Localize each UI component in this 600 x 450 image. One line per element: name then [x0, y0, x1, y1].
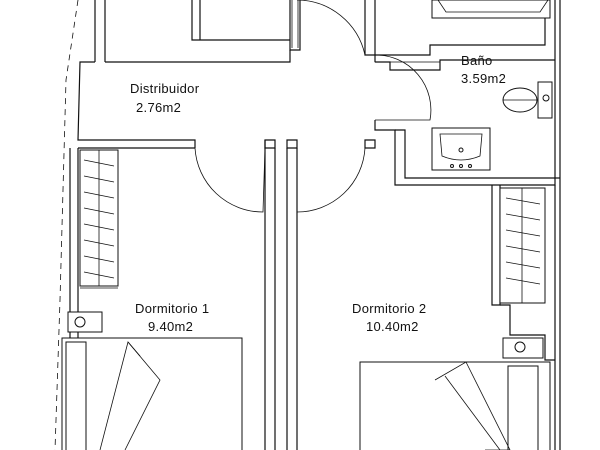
- washbasin-icon: [431, 127, 491, 171]
- room-name-distribuidor: Distribuidor: [130, 81, 200, 96]
- room-area-dormitorio2: 10.40m2: [366, 319, 419, 334]
- outer-dashed-boundary: [54, 0, 79, 450]
- room-area-distribuidor: 2.76m2: [136, 100, 181, 115]
- distribuidor-walls: [77, 0, 376, 450]
- stairs-icon: [94, 0, 301, 62]
- bed-icon: [61, 337, 243, 450]
- toilet-icon: [502, 81, 553, 119]
- door-swing-icon: [194, 0, 440, 213]
- nightstand-icon: [502, 337, 544, 359]
- room-area-bano: 3.59m2: [461, 71, 506, 86]
- bano-walls: [374, 0, 561, 450]
- wardrobe-icon: [499, 187, 546, 304]
- room-area-dormitorio1: 9.40m2: [148, 319, 193, 334]
- nightstand-icon: [67, 311, 103, 333]
- bathtub-icon: [431, 0, 551, 19]
- bed-icon: [359, 361, 551, 450]
- room-name-dormitorio2: Dormitorio 2: [352, 301, 426, 316]
- wardrobe-icon: [79, 149, 119, 289]
- room-name-bano: Baño: [461, 53, 493, 68]
- room-name-dormitorio1: Dormitorio 1: [135, 301, 209, 316]
